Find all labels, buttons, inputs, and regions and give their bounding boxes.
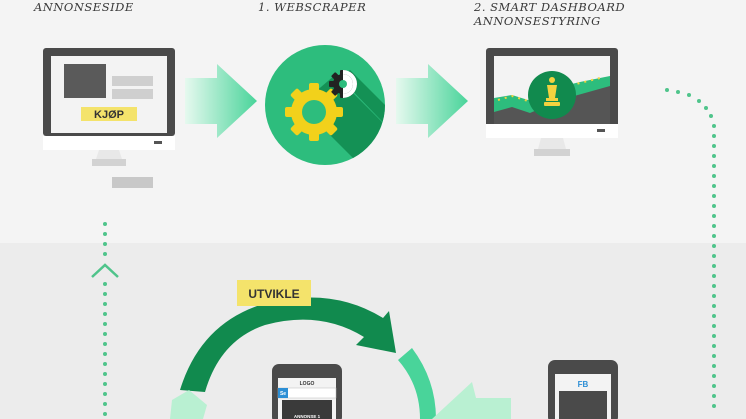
up-chevron-icon bbox=[91, 263, 119, 278]
path-dot bbox=[712, 204, 716, 208]
path-dot bbox=[103, 282, 107, 286]
path-dot bbox=[676, 90, 680, 94]
monitor-caption-placeholder bbox=[112, 177, 153, 188]
step-label-annonsestyring: ANNONSESTYRING bbox=[474, 14, 601, 28]
path-dot bbox=[712, 224, 716, 228]
path-dot bbox=[103, 412, 107, 416]
chess-piece-icon bbox=[544, 77, 560, 106]
path-dot bbox=[712, 174, 716, 178]
cycle-arrow-return bbox=[170, 390, 207, 419]
path-dot bbox=[712, 314, 716, 318]
develop-cycle: UTVIKLE bbox=[170, 280, 511, 419]
path-dot bbox=[712, 284, 716, 288]
webscraper-icon bbox=[265, 45, 385, 165]
path-dot bbox=[687, 93, 691, 97]
small-gear-icon bbox=[329, 70, 357, 98]
fb-phone: FB bbox=[548, 360, 618, 419]
path-dot bbox=[103, 232, 107, 236]
mobile-ad-phone: LOGO Se ANNONSE 1 bbox=[272, 364, 342, 419]
step-label-webscraper: 1. WEBSCRAPER bbox=[258, 0, 367, 14]
cycle-arrow-light bbox=[398, 348, 436, 419]
path-dot bbox=[697, 99, 701, 103]
step-label-annonseside: ANNONSESIDE bbox=[34, 0, 134, 14]
path-dot bbox=[712, 354, 716, 358]
step-label-dashboard: 2. SMART DASHBOARD bbox=[474, 0, 626, 14]
path-dot bbox=[712, 324, 716, 328]
path-dot bbox=[103, 362, 107, 366]
path-dot bbox=[712, 294, 716, 298]
path-dot bbox=[712, 254, 716, 258]
left-dotted-path bbox=[103, 222, 107, 416]
phone-logo: LOGO bbox=[300, 381, 315, 387]
path-dot bbox=[712, 214, 716, 218]
path-dot bbox=[103, 322, 107, 326]
path-dot bbox=[709, 114, 713, 118]
path-dot bbox=[712, 194, 716, 198]
right-dotted-path bbox=[665, 88, 716, 408]
path-dot bbox=[712, 164, 716, 168]
ad-page-monitor: KJØP bbox=[43, 48, 175, 188]
buy-button bbox=[81, 107, 137, 121]
path-dot bbox=[103, 312, 107, 316]
path-dot bbox=[712, 184, 716, 188]
path-dot bbox=[103, 342, 107, 346]
phone-tab bbox=[278, 388, 288, 398]
path-dot bbox=[712, 394, 716, 398]
path-dot bbox=[103, 382, 107, 386]
cycle-arrow-dark bbox=[180, 297, 396, 392]
path-dot bbox=[712, 274, 716, 278]
path-dot bbox=[103, 332, 107, 336]
path-dot bbox=[712, 144, 716, 148]
path-dot bbox=[712, 154, 716, 158]
flow-arrow-1 bbox=[185, 64, 257, 138]
path-dot bbox=[712, 334, 716, 338]
path-dot bbox=[712, 124, 716, 128]
path-dot bbox=[103, 372, 107, 376]
path-dot bbox=[103, 302, 107, 306]
path-dot bbox=[103, 402, 107, 406]
path-dot bbox=[665, 88, 669, 92]
ad-image-placeholder bbox=[64, 64, 106, 98]
path-dot bbox=[103, 222, 107, 226]
develop-label-tag bbox=[237, 280, 311, 306]
phone-ad-label: ANNONSE 1 bbox=[294, 414, 321, 419]
path-dot bbox=[103, 292, 107, 296]
path-dot bbox=[712, 374, 716, 378]
flow-arrow-2 bbox=[396, 64, 468, 138]
path-dot bbox=[103, 252, 107, 256]
path-dot bbox=[103, 242, 107, 246]
path-dot bbox=[712, 304, 716, 308]
dashboard-monitor bbox=[486, 48, 618, 156]
inbound-arrow bbox=[432, 382, 511, 419]
path-dot bbox=[103, 392, 107, 396]
path-dot bbox=[712, 244, 716, 248]
path-dot bbox=[712, 384, 716, 388]
phone-tab-label: Se bbox=[280, 391, 286, 397]
gear-icon bbox=[285, 83, 343, 141]
path-dot bbox=[712, 234, 716, 238]
path-dot bbox=[712, 404, 716, 408]
buy-button-label: KJØP bbox=[94, 109, 124, 121]
path-dot bbox=[712, 344, 716, 348]
path-dot bbox=[712, 134, 716, 138]
fb-label: FB bbox=[578, 380, 589, 389]
develop-label: UTVIKLE bbox=[248, 287, 299, 301]
path-dot bbox=[704, 106, 708, 110]
path-dot bbox=[712, 364, 716, 368]
path-dot bbox=[103, 352, 107, 356]
path-dot bbox=[712, 264, 716, 268]
